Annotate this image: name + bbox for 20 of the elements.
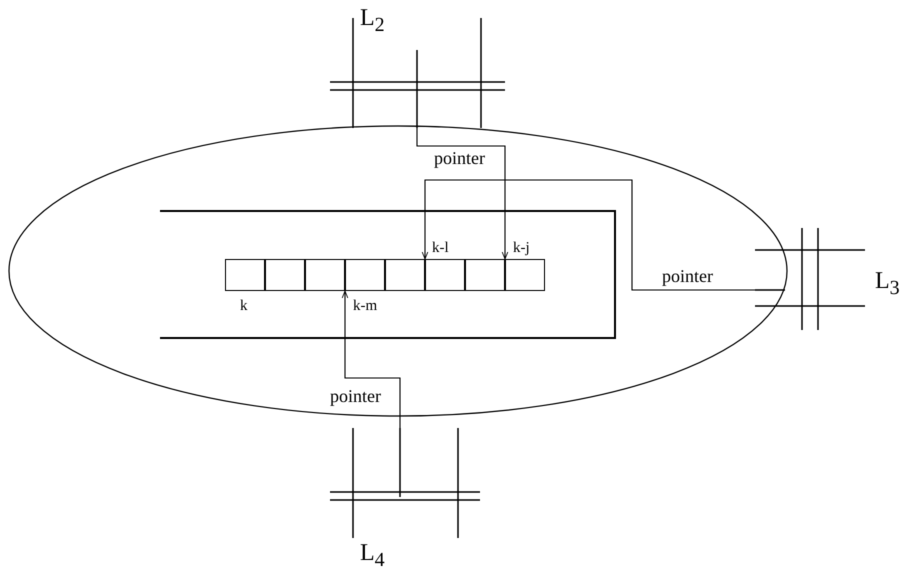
cell-label: k-l [432, 240, 449, 257]
pointer-arrow [342, 290, 401, 428]
cell-label: k-m [353, 298, 378, 315]
array-cell [385, 259, 425, 291]
link-drawing [755, 228, 900, 330]
array-cell [225, 259, 265, 291]
cell-label: k-j [513, 240, 530, 257]
pointer-arrow [422, 179, 755, 291]
link-label: L$_{3}$ [875, 268, 900, 301]
link-label: L$_{2}$ [360, 5, 385, 38]
array-cell [345, 259, 385, 291]
array-cell [265, 259, 305, 291]
pointer-arrow [416, 128, 508, 260]
array-cell [505, 259, 545, 291]
array-cell [465, 259, 505, 291]
array-cell [305, 259, 345, 291]
link-label: L$_{4}$ [360, 540, 385, 573]
cell-label: k [240, 298, 248, 315]
ellipse-outline [8, 125, 788, 417]
array-cell [425, 259, 465, 291]
